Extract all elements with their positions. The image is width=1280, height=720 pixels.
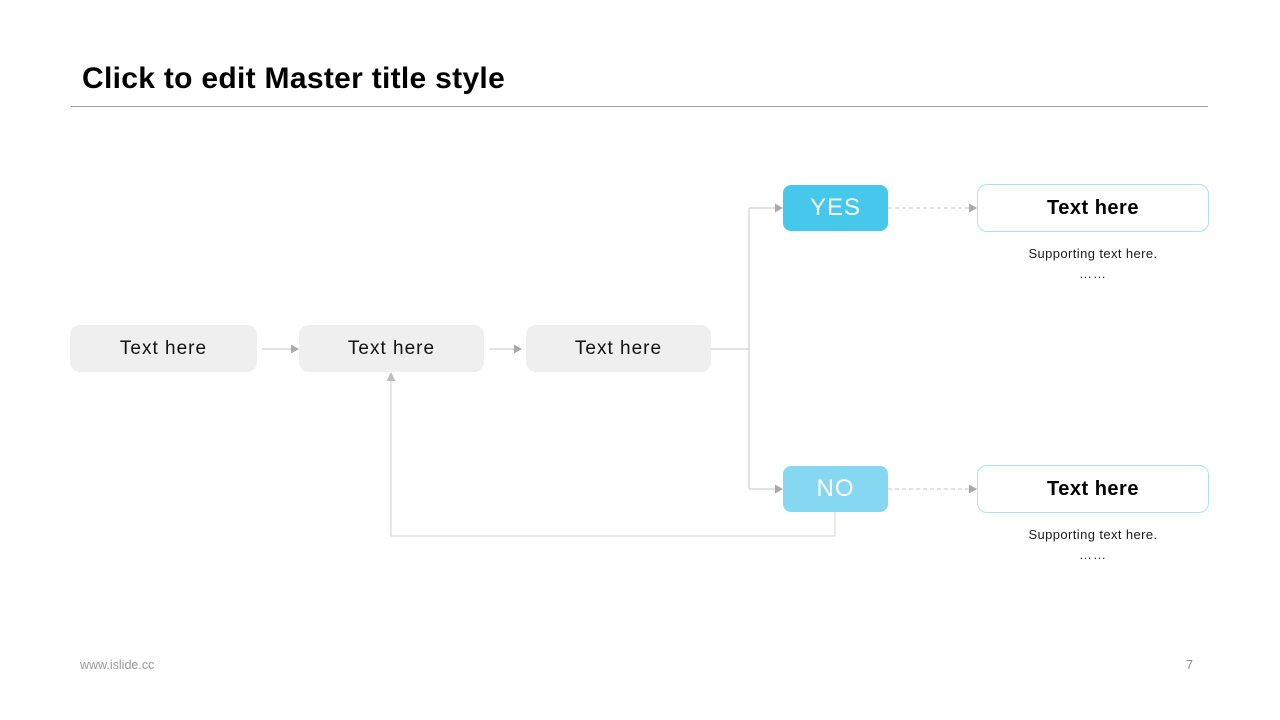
decision-box-yes: YES bbox=[783, 185, 888, 231]
footer-url: www.islide.cc bbox=[80, 658, 155, 672]
process-box-label: Text here bbox=[574, 337, 663, 359]
result-label: Text here bbox=[1047, 196, 1139, 219]
process-box-label: Text here bbox=[119, 337, 208, 359]
result-box-no: Text here bbox=[977, 465, 1209, 513]
supporting-text-yes: Supporting text here. bbox=[1028, 246, 1158, 261]
page-number: 7 bbox=[1186, 658, 1193, 672]
slide-title: Click to edit Master title style bbox=[82, 62, 506, 95]
process-box-2: Text here bbox=[299, 325, 484, 372]
decision-label: NO bbox=[816, 475, 855, 502]
process-box-1: Text here bbox=[70, 325, 257, 372]
result-box-yes: Text here bbox=[977, 184, 1209, 232]
decision-box-no: NO bbox=[783, 466, 888, 512]
process-box-3: Text here bbox=[526, 325, 711, 372]
result-label: Text here bbox=[1047, 477, 1139, 500]
ellipsis-no: …… bbox=[1079, 547, 1107, 562]
title-divider bbox=[71, 106, 1208, 107]
ellipsis-yes: …… bbox=[1079, 266, 1107, 281]
decision-label: YES bbox=[809, 194, 862, 221]
process-box-label: Text here bbox=[347, 337, 436, 359]
supporting-text-no: Supporting text here. bbox=[1028, 527, 1158, 542]
